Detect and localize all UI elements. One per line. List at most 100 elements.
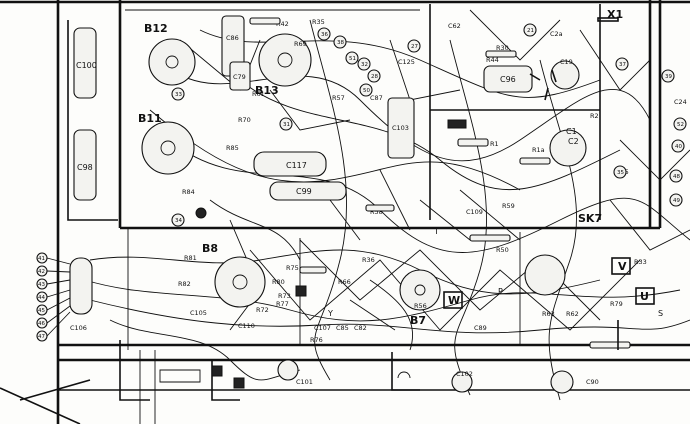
svg-text:W: W: [448, 294, 460, 307]
svg-text:50: 50: [363, 88, 370, 94]
tube-socket-b13: B13: [255, 33, 312, 97]
capacitor-c101: C101: [277, 359, 313, 386]
svg-text:R85: R85: [226, 144, 239, 152]
svg-text:34: 34: [175, 218, 182, 224]
connector-pin-45: 45: [36, 304, 48, 316]
svg-text:R69: R69: [294, 40, 307, 48]
tube-socket-b11: B11: [138, 112, 195, 175]
connector-pin-46: 46: [36, 317, 48, 329]
circled-refs: 21 27 28 31 32 33 34 35 36 37 38 39 40 4…: [171, 23, 687, 227]
svg-text:U: U: [640, 290, 649, 303]
svg-text:R59: R59: [502, 202, 515, 210]
capacitor-c86: C86: [221, 15, 245, 77]
capacitor-c89: C89: [474, 324, 487, 332]
tube-label-b13: B13: [255, 84, 279, 97]
svg-text:40: 40: [675, 144, 682, 150]
svg-text:52: 52: [677, 122, 684, 128]
svg-text:39: 39: [665, 74, 672, 80]
svg-text:36: 36: [321, 32, 328, 38]
capacitor-c99: C99: [269, 181, 347, 201]
capacitor-c19: C19: [560, 58, 573, 66]
connector-pin-47: 47: [36, 330, 48, 342]
resistor-bodies: [249, 17, 631, 349]
capacitor-c2a: C2a: [550, 30, 563, 38]
svg-text:V: V: [618, 260, 627, 273]
svg-text:49: 49: [673, 198, 680, 204]
tube-socket-switch: [524, 60, 587, 296]
svg-text:C101: C101: [296, 378, 313, 386]
svg-text:C96: C96: [500, 75, 516, 84]
svg-text:R2: R2: [590, 112, 599, 120]
svg-text:R35: R35: [312, 18, 325, 26]
svg-text:38: 38: [337, 40, 344, 46]
connector-pin-43: 43: [36, 278, 48, 290]
svg-text:C79: C79: [233, 73, 246, 81]
capacitor-c106: C106: [70, 324, 87, 332]
svg-text:32: 32: [361, 62, 368, 68]
svg-text:R58: R58: [370, 208, 383, 216]
svg-text:R66: R66: [338, 278, 351, 286]
resistor-labels: R42 R35 R30 R44 R1 R1a R2 R70 R61 R84 R8…: [178, 18, 647, 344]
svg-text:R62: R62: [566, 310, 579, 318]
svg-text:27: 27: [411, 44, 418, 50]
capacitor-c102: C102: [451, 370, 473, 393]
svg-text:R73: R73: [278, 292, 291, 300]
svg-text:R44: R44: [486, 56, 499, 64]
switch-label-sk7: SK7: [578, 212, 602, 225]
svg-text:R79: R79: [610, 300, 623, 308]
svg-text:T: T: [433, 227, 439, 236]
svg-text:C99: C99: [296, 187, 312, 196]
capacitor-c2: C2: [568, 137, 579, 146]
svg-text:31: 31: [283, 122, 290, 128]
svg-text:R72: R72: [256, 306, 269, 314]
connector-pin-44: 44: [36, 291, 48, 303]
svg-text:44: 44: [38, 295, 45, 301]
svg-text:R82: R82: [178, 280, 191, 288]
capacitor-c24: C24: [674, 98, 687, 106]
svg-text:R80: R80: [272, 278, 285, 286]
svg-text:C98: C98: [77, 163, 93, 172]
svg-text:R76: R76: [310, 336, 323, 344]
svg-text:R70: R70: [238, 116, 251, 124]
svg-text:45: 45: [38, 308, 45, 314]
capacitor-c79: C79: [229, 61, 251, 91]
svg-text:C86: C86: [226, 34, 239, 42]
svg-text:46: 46: [38, 321, 45, 327]
svg-text:R81: R81: [184, 254, 197, 262]
svg-text:C102: C102: [456, 370, 473, 378]
terminal-boxes: [443, 17, 655, 309]
svg-text:X1: X1: [607, 8, 623, 21]
capacitor-c90: C90: [550, 370, 599, 394]
svg-text:R57: R57: [332, 94, 345, 102]
tube-label-b11: B11: [138, 112, 162, 125]
tube-label-b8: B8: [202, 242, 218, 255]
svg-text:R63: R63: [542, 310, 555, 318]
connector-pin-41: 41: [36, 252, 48, 264]
capacitor-c82: C82: [354, 324, 367, 332]
capacitor-c125: C125: [398, 58, 415, 66]
svg-text:33: 33: [175, 92, 182, 98]
svg-text:R42: R42: [276, 20, 289, 28]
tube-label-b7: B7: [410, 314, 426, 327]
capacitor-c109: C109: [466, 208, 483, 216]
tube-label-b12: B12: [144, 22, 168, 35]
svg-text:35: 35: [617, 170, 624, 176]
capacitor-c103: C103: [387, 97, 415, 159]
svg-text:21: 21: [527, 28, 534, 34]
svg-text:41: 41: [38, 256, 45, 262]
svg-text:C117: C117: [286, 161, 307, 170]
capacitor-c105: C105: [190, 309, 207, 317]
svg-text:R36: R36: [362, 256, 375, 264]
svg-text:51: 51: [349, 56, 356, 62]
mounting-brackets: [119, 320, 619, 401]
svg-text:C90: C90: [586, 378, 599, 386]
terminal-labels: X1 W V U T Y P S: [327, 8, 663, 318]
svg-text:R30: R30: [496, 44, 509, 52]
capacitor-c87: C87: [370, 94, 383, 102]
capacitor-c98: C98: [73, 129, 97, 201]
capacitor-c117: C117: [253, 151, 327, 177]
svg-text:42: 42: [38, 269, 45, 275]
svg-text:S: S: [658, 309, 663, 318]
